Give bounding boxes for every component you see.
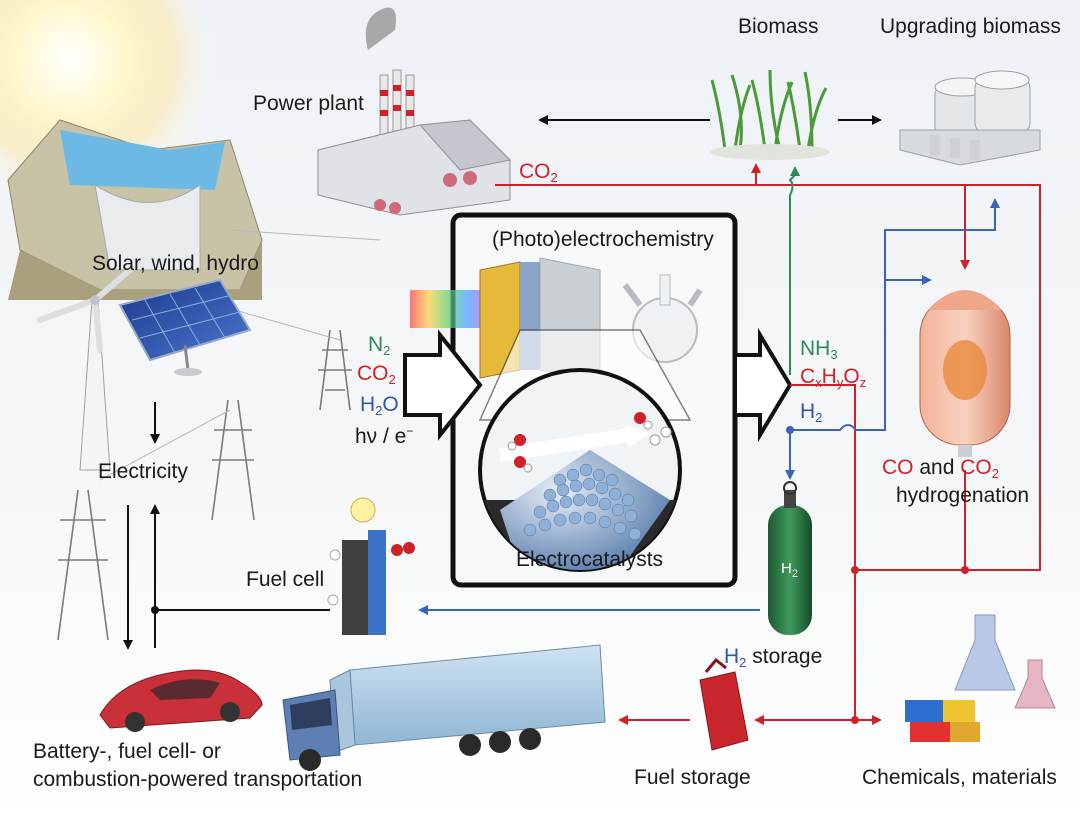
input-arrow	[403, 329, 483, 441]
power-plant-label: Power plant	[253, 92, 364, 115]
chemicals-materials-illustration	[905, 614, 1056, 742]
upgrading-biomass-illustration	[899, 70, 1041, 166]
cylinder-h2-label: H2	[781, 560, 798, 580]
co2-top-label: CO2	[519, 160, 558, 185]
hydro-dam-illustration	[7, 119, 263, 300]
junction-dot	[786, 426, 794, 434]
fuel-storage-label: Fuel storage	[634, 766, 751, 789]
biomass-label: Biomass	[738, 15, 819, 38]
electricity-flow-lines	[123, 115, 882, 650]
co-co2-hydrogenation-line1: CO and CO2	[882, 456, 999, 481]
h2-storage-label: H2 storage	[724, 645, 823, 670]
transport-label-line1: Battery-, fuel cell- or	[33, 740, 221, 763]
fuel-cell-label: Fuel cell	[246, 568, 325, 591]
output-nh3-label: NH3	[800, 337, 838, 362]
electricity-label: Electricity	[98, 460, 188, 483]
junction-dot	[851, 716, 859, 724]
hydrogenation-reactor-illustration	[919, 290, 1011, 457]
input-light-electrons-label: hν / e−	[355, 424, 414, 448]
nitrogen-flow-line	[788, 166, 800, 375]
output-arrow	[733, 327, 793, 443]
power-plant-illustration	[317, 7, 512, 216]
junction-dot	[151, 606, 159, 614]
input-co2-label: CO2	[357, 362, 396, 387]
output-cxhyoz-label: CxHyOz	[800, 365, 867, 390]
co-co2-hydrogenation-line2: hydrogenation	[896, 484, 1030, 507]
upgrading-biomass-label: Upgrading biomass	[880, 15, 1061, 38]
input-n2-label: N2	[368, 333, 391, 358]
hydrogen-cylinder-illustration	[768, 481, 812, 635]
car-illustration	[99, 669, 263, 732]
junction-dot	[961, 566, 969, 574]
output-h2-label: H2	[800, 400, 823, 425]
electrocatalysts-label: Electrocatalysts	[516, 548, 664, 571]
input-h2o-label: H2O	[360, 393, 399, 418]
fuel-can-illustration	[699, 657, 749, 751]
hydrogen-flow-lines	[418, 198, 1000, 615]
co2-flow-lines	[495, 163, 1041, 725]
junction-dot	[851, 566, 859, 574]
photoelectrochemistry-label: (Photo)electrochemistry	[492, 228, 714, 251]
solar-panel-illustration	[118, 278, 252, 376]
solar-wind-hydro-label: Solar, wind, hydro	[92, 252, 259, 275]
wind-turbine-illustration	[37, 267, 133, 471]
fuel-cell-illustration	[327, 497, 415, 635]
biomass-plants-illustration	[710, 69, 830, 160]
transport-label-line2: combustion-powered transportation	[33, 768, 363, 791]
power-pylons-illustration	[57, 229, 381, 641]
chemicals-materials-label: Chemicals, materials	[862, 766, 1057, 789]
truck-illustration	[282, 644, 606, 771]
